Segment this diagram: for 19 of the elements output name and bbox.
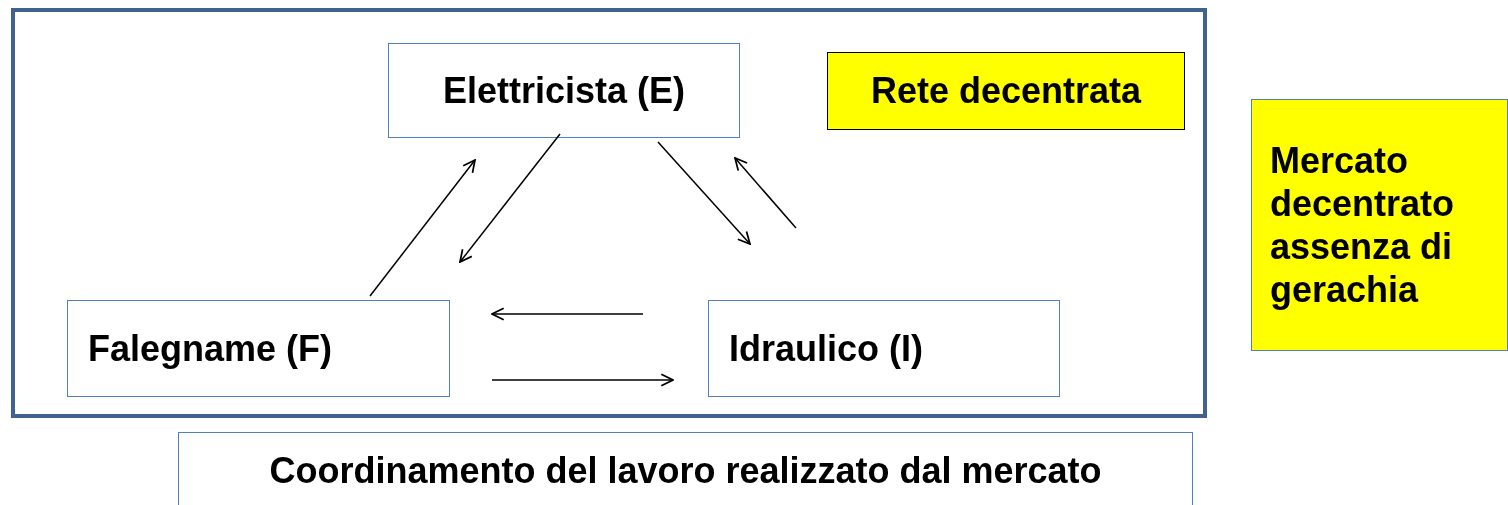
- process-box: [708, 300, 1060, 397]
- node-label: Mercato decentrato assenza di gerachia: [1270, 138, 1456, 312]
- note-box: [1251, 99, 1508, 351]
- process-box: [178, 432, 1193, 505]
- highlight-box: [827, 52, 1185, 130]
- process-box: [67, 300, 450, 397]
- node-label: Falegname (F): [88, 326, 333, 371]
- node-label: Rete decentrata: [870, 69, 1142, 113]
- frame-box: [11, 8, 1207, 418]
- arrow: [657, 141, 751, 245]
- node-label: Idraulico (I): [729, 326, 923, 371]
- arrow: [491, 373, 674, 387]
- process-box: [388, 43, 740, 138]
- arrow: [369, 159, 476, 297]
- arrow: [734, 157, 797, 229]
- node-label: Elettricista (E): [442, 68, 686, 113]
- arrow: [459, 133, 561, 263]
- node-label: Coordinamento del lavoro realizzato dal mercato: [269, 449, 1102, 493]
- arrow: [491, 307, 644, 321]
